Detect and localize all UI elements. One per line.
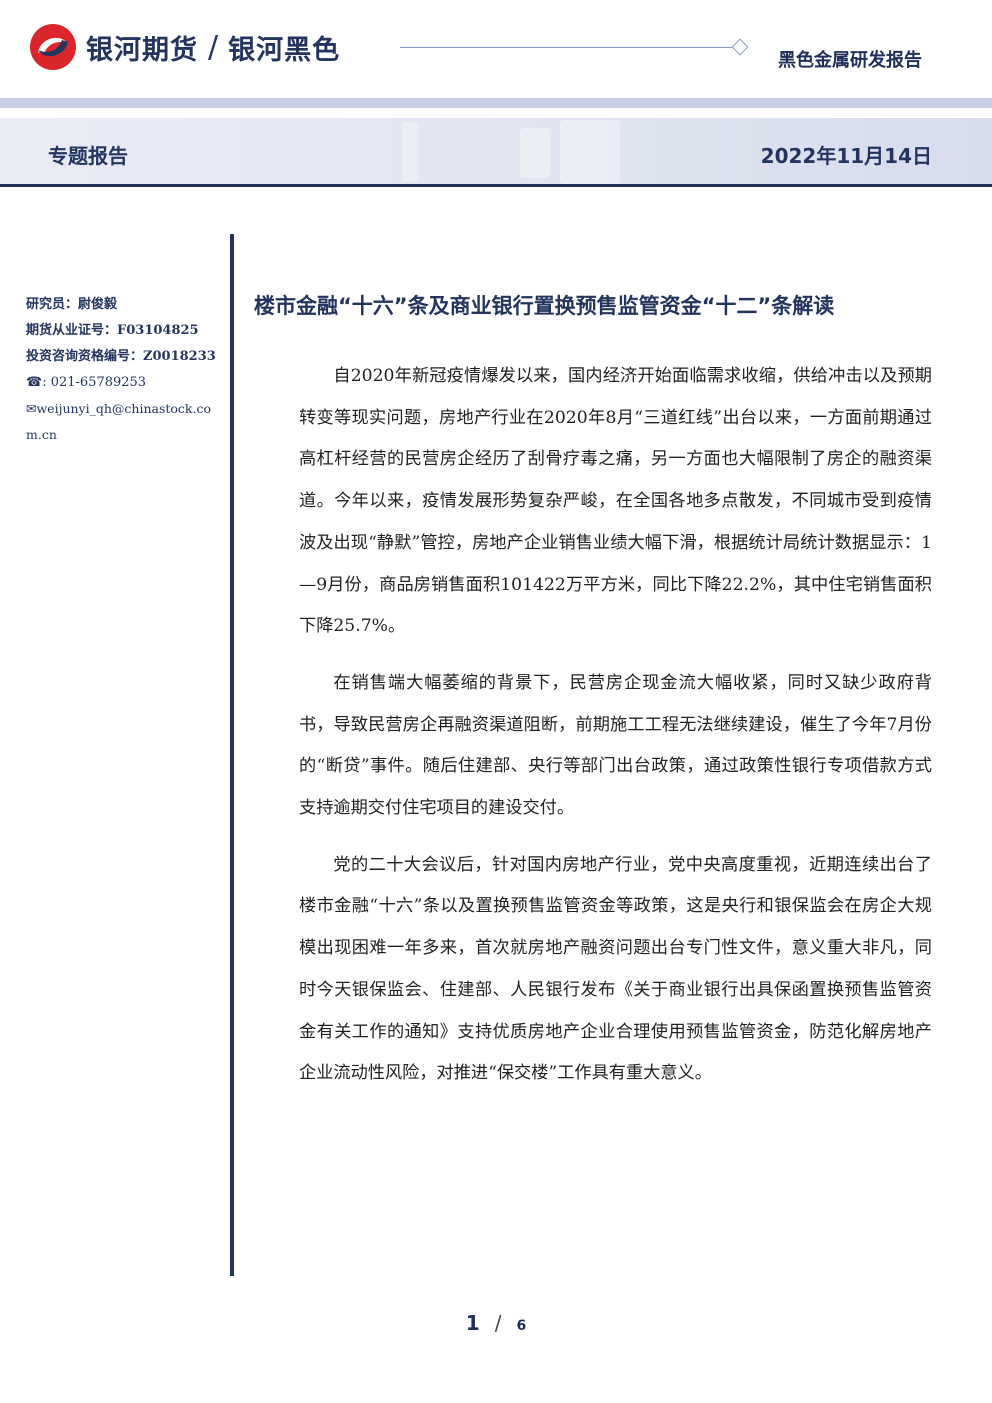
paragraph: 党的二十大会议后，针对国内房地产行业，党中央高度重视，近期连续出台了楼市金融“十… [299,854,932,1084]
report-series: 黑色金属研发报告 [778,50,922,71]
advisory-license: 投资咨询资格编号：Z0018233 [26,349,216,364]
banner-decoration [402,120,620,184]
report-banner [0,118,992,186]
page-separator: / [494,1311,502,1335]
futures-license: 期货从业证号：F03104825 [26,323,199,338]
phone-contact: ☎: 021-65789253 [26,375,147,390]
paragraph: 自2020年新冠疫情爆发以来，国内经济开始面临需求收缩，供给冲击以及预期转变等现… [299,366,932,637]
author-info: 研究员：尉俊毅 期货从业证号：F03104825 投资咨询资格编号：Z00182… [26,292,226,448]
brand-header: 银河期货 / 银河黑色 [28,22,340,72]
page-number: 1 / 6 [0,1311,992,1335]
header-stripe [0,98,992,108]
current-page: 1 [465,1311,480,1335]
brand-separator: / [208,29,219,65]
brand-secondary: 银河黑色 [228,34,341,66]
header-rule [400,47,734,48]
article-body: 自2020年新冠疫情爆发以来，国内经济开始面临需求收缩，供给冲击以及预期转变等现… [299,356,932,1110]
total-pages: 6 [516,1318,527,1334]
researcher-name: 研究员：尉俊毅 [26,297,118,312]
paragraph: 在销售端大幅萎缩的背景下，民营房企现金流大幅收紧，同时又缺少政府背书，导致民营房… [299,672,932,819]
brand-primary: 银河期货 [86,34,198,66]
report-date: 2022年11月14日 [760,144,932,168]
galaxy-logo-icon [30,24,76,70]
email-contact[interactable]: ✉weijunyi_qh@chinastock.com.cn [26,401,211,442]
banner-underline [0,184,992,187]
diamond-icon [731,38,749,56]
article-title: 楼市金融“十六”条及商业银行置换预售监管资金“十二”条解读 [254,294,835,318]
report-type-label: 专题报告 [48,144,128,168]
sidebar-divider [230,234,234,1276]
